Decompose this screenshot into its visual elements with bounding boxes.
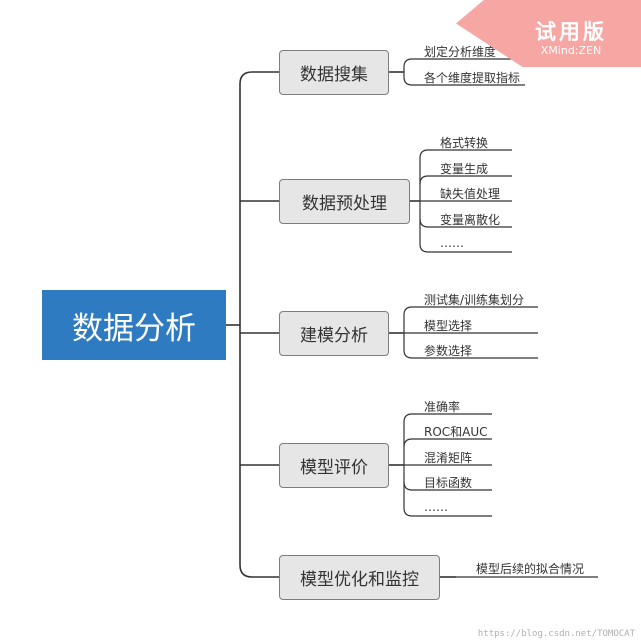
leaf-underline [403,76,525,86]
leaf-underline [419,243,512,253]
topic-evaluation[interactable]: 模型评价 [279,443,389,488]
leaf-underline [419,218,512,228]
leaf-underline [403,413,492,423]
subtopic-item[interactable]: 参数选择 [424,344,473,358]
topic-data-collection[interactable]: 数据搜集 [279,50,389,95]
subtopic-item[interactable]: …… [424,500,448,514]
topic-modeling[interactable]: 建模分析 [279,311,389,356]
subtopic-item[interactable]: 划定分析维度 [424,45,497,59]
subtopic-item[interactable]: 混淆矩阵 [424,451,473,465]
subtopic-item[interactable]: 准确率 [424,400,461,414]
leaf-underline [403,306,538,316]
subtopic-item[interactable]: 模型后续的拟合情况 [476,562,585,576]
subtopic-item[interactable]: 缺失值处理 [440,187,501,201]
leaf-underline [403,507,492,517]
subtopic-item[interactable]: 模型选择 [424,319,473,333]
root-topic[interactable]: 数据分析 [42,290,226,360]
subtopic-item[interactable]: 变量离散化 [440,213,501,227]
branch-connector [239,564,279,578]
subtopic-item[interactable]: 目标函数 [424,476,473,490]
topic-preprocessing[interactable]: 数据预处理 [279,179,410,224]
topic-optimization[interactable]: 模型优化和监控 [279,555,440,600]
leaf-underline [403,438,492,448]
watermark-text: https://blog.csdn.net/TOMOCAT [477,629,635,639]
branch-connector [239,71,279,85]
subtopic-item[interactable]: 测试集/训练集划分 [424,293,525,307]
trial-badge-title: 试用版 [535,20,607,44]
leaf-underline [403,349,538,359]
leaf-underline [419,175,512,185]
leaf-underline [403,58,525,68]
trial-badge-subtitle: XMind:ZEN [540,44,602,57]
leaf-underline [403,481,492,491]
subtopic-item[interactable]: 各个维度提取指标 [424,71,521,85]
subtopic-item[interactable]: 格式转换 [440,136,489,150]
subtopic-item[interactable]: …… [440,236,464,250]
subtopic-item[interactable]: ROC和AUC [424,425,488,439]
subtopic-item[interactable]: 变量生成 [440,162,489,176]
leaf-underline [419,149,512,159]
